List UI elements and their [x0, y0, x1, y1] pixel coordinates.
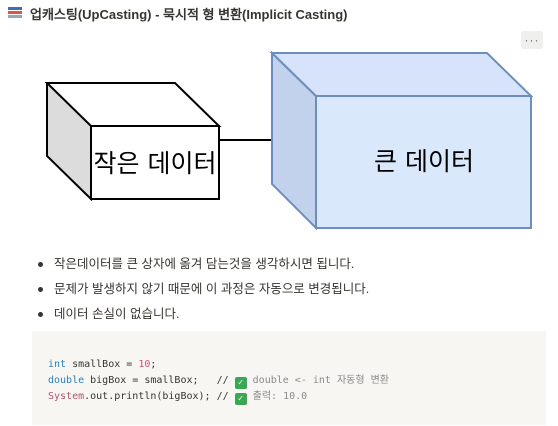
small-box: 작은 데이터	[44, 82, 222, 202]
list-item: 문제가 발생하지 않기 때문에 이 과정은 자동으로 변경됩니다.	[36, 277, 369, 302]
check-mark-icon: ✓	[234, 393, 247, 405]
more-options-button[interactable]: ···	[521, 31, 543, 49]
books-icon	[8, 7, 22, 19]
page-title: 업캐스팅(UpCasting) - 묵시적 형 변환(Implicit Cast…	[30, 6, 348, 22]
casting-diagram: 작은 데이터 큰 데이터	[44, 50, 534, 231]
list-item: 데이터 손실이 없습니다.	[36, 302, 369, 327]
code-line: System.out.println(bigBox); // ✓ 출력: 10.…	[48, 391, 308, 405]
page-header: 업캐스팅(UpCasting) - 묵시적 형 변환(Implicit Cast…	[8, 4, 347, 22]
code-line: double bigBox = smallBox; // ✓ double <-…	[48, 375, 389, 389]
big-box-label: 큰 데이터	[374, 147, 474, 176]
bullet-list: 작은데이터를 큰 상자에 옮겨 담는것을 생각하시면 됩니다. 문제가 발생하지…	[36, 252, 369, 327]
code-block[interactable]: int smallBox = 10; double bigBox = small…	[32, 331, 546, 425]
big-box: 큰 데이터	[269, 50, 534, 231]
code-line: int smallBox = 10;	[48, 359, 157, 370]
list-item: 작은데이터를 큰 상자에 옮겨 담는것을 생각하시면 됩니다.	[36, 252, 369, 277]
check-mark-icon: ✓	[234, 377, 247, 389]
small-box-label: 작은 데이터	[94, 149, 217, 178]
